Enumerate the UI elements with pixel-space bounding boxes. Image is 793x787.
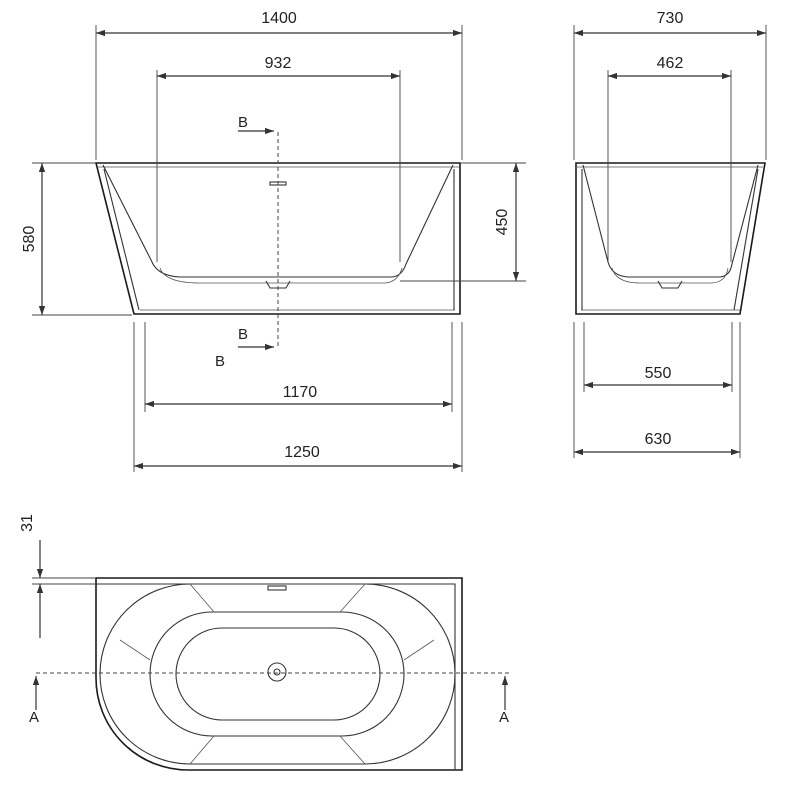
side-drain	[657, 280, 683, 289]
side-outer-outline	[575, 162, 766, 315]
side-inner-basin	[582, 164, 759, 278]
section-mark-a-right: A	[499, 709, 509, 726]
top-slope-bottom-left	[189, 735, 215, 765]
dim-label-31: 31	[19, 514, 36, 532]
dim-label-730: 730	[657, 10, 684, 27]
dim-label-462: 462	[657, 55, 684, 72]
dim-label-1170: 1170	[283, 384, 318, 401]
dim-label-450: 450	[494, 209, 511, 236]
top-basin-outline	[99, 583, 456, 765]
dim-label-630: 630	[645, 431, 672, 448]
section-mark-b-top: B	[238, 114, 248, 131]
section-mark-a-left: A	[29, 709, 39, 726]
top-basin-floor	[175, 627, 381, 721]
top-drain-center-icon	[273, 668, 281, 676]
dim-label-932: 932	[265, 55, 292, 72]
dim-label-1250: 1250	[284, 444, 320, 461]
front-view: 1400 932 580 450 1170 1250 B B B	[21, 10, 526, 472]
front-outer-outline	[94, 162, 461, 315]
side-right-wall	[733, 168, 759, 311]
dim-label-1400: 1400	[261, 10, 297, 27]
front-left-wall	[103, 168, 140, 311]
top-drain-icon	[267, 662, 287, 682]
top-basin-inner	[149, 611, 405, 737]
top-slope-bottom-right	[339, 735, 366, 765]
top-view: 31 A A	[19, 514, 512, 771]
dim-label-580: 580	[21, 226, 38, 253]
top-slope-top-left	[189, 583, 215, 613]
front-basin-floor	[159, 267, 403, 284]
dim-label-550: 550	[645, 365, 672, 382]
top-outer-outline	[95, 577, 463, 771]
side-view: 730 462 550 630	[573, 10, 767, 458]
section-mark-b-bottom: B	[238, 326, 248, 343]
top-slope-right-top	[403, 639, 435, 661]
side-basin-floor	[611, 267, 729, 284]
front-inner-basin	[102, 164, 454, 278]
top-overflow-icon	[267, 585, 287, 591]
top-slope-left-top	[119, 639, 151, 661]
top-slope-top-right	[339, 583, 366, 613]
section-mark-b-label: B	[215, 353, 225, 370]
